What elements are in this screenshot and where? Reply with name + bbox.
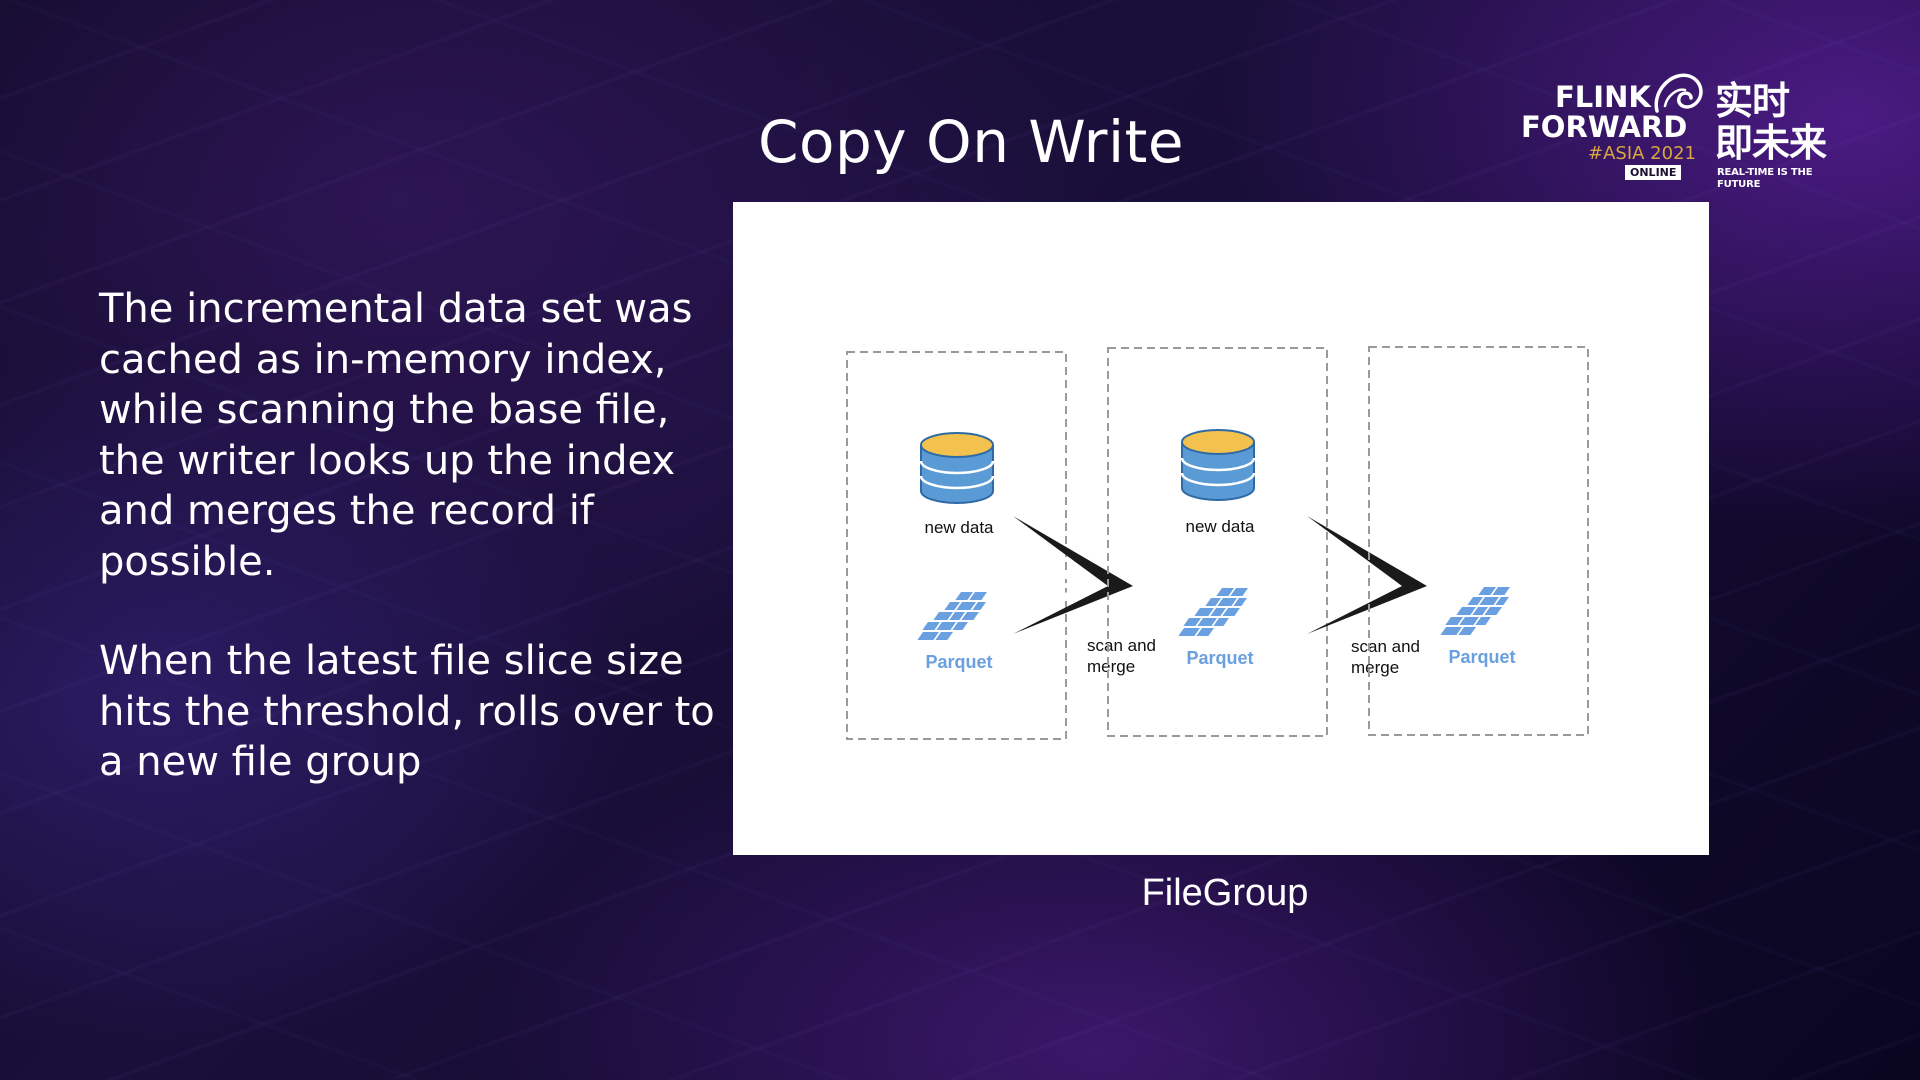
diagram-caption: FileGroup: [1141, 872, 1309, 914]
parquet-label-1: Parquet: [925, 652, 992, 672]
logo-tagline: REAL-TIME IS THE FUTURE: [1717, 167, 1813, 190]
transition-label-1-line-2: merge: [1087, 657, 1135, 676]
arrow-icon-2: [1307, 516, 1427, 634]
squirrel-logo-icon: [1654, 73, 1703, 113]
parquet-label-3: Parquet: [1448, 647, 1515, 667]
logo-chinese-line-1: 实时: [1715, 79, 1790, 123]
body-paragraph-2: When the latest file slice size hits the…: [99, 638, 715, 785]
transition-label-2-line-2: merge: [1351, 658, 1399, 677]
arrow-icon-1: [1013, 516, 1133, 634]
logo-flink-text: FLINK: [1555, 80, 1651, 114]
transition-label-2-line-1: scan and: [1351, 637, 1420, 656]
database-label-2: new data: [1186, 517, 1256, 536]
logo-chinese-line-2: 即未来: [1715, 121, 1827, 165]
body-paragraph-1: The incremental data set was cached as i…: [99, 286, 693, 585]
file-slice-box-3: [1368, 346, 1589, 736]
diagram-panel: new data Parquet scan and merge new data…: [733, 202, 1709, 855]
file-slice-box-2: [1107, 347, 1328, 737]
logo-online-badge: ONLINE: [1625, 165, 1682, 180]
database-icon-1: [919, 431, 995, 505]
transition-label-1-line-1: scan and: [1087, 636, 1156, 655]
database-icon-2: [1180, 428, 1256, 502]
copy-on-write-diagram: new data Parquet scan and merge new data…: [846, 346, 1589, 740]
parquet-icon-2: [1176, 588, 1254, 636]
logo-forward-text: FORWARD: [1521, 110, 1688, 144]
logo-chinese-text: 实时 即未来: [1715, 80, 1845, 164]
slide-title: Copy On Write: [758, 108, 1185, 176]
parquet-label-2: Parquet: [1186, 648, 1253, 668]
parquet-icon-1: [915, 592, 993, 640]
file-slice-box-1: [846, 351, 1067, 740]
parquet-icon-3: [1438, 587, 1516, 635]
logo-edition-text: #ASIA 2021: [1588, 143, 1696, 164]
flink-forward-logo: FLINK FORWARD #ASIA 2021 ONLINE 实时 即未来 R…: [1515, 66, 1845, 190]
database-label-1: new data: [925, 518, 995, 537]
